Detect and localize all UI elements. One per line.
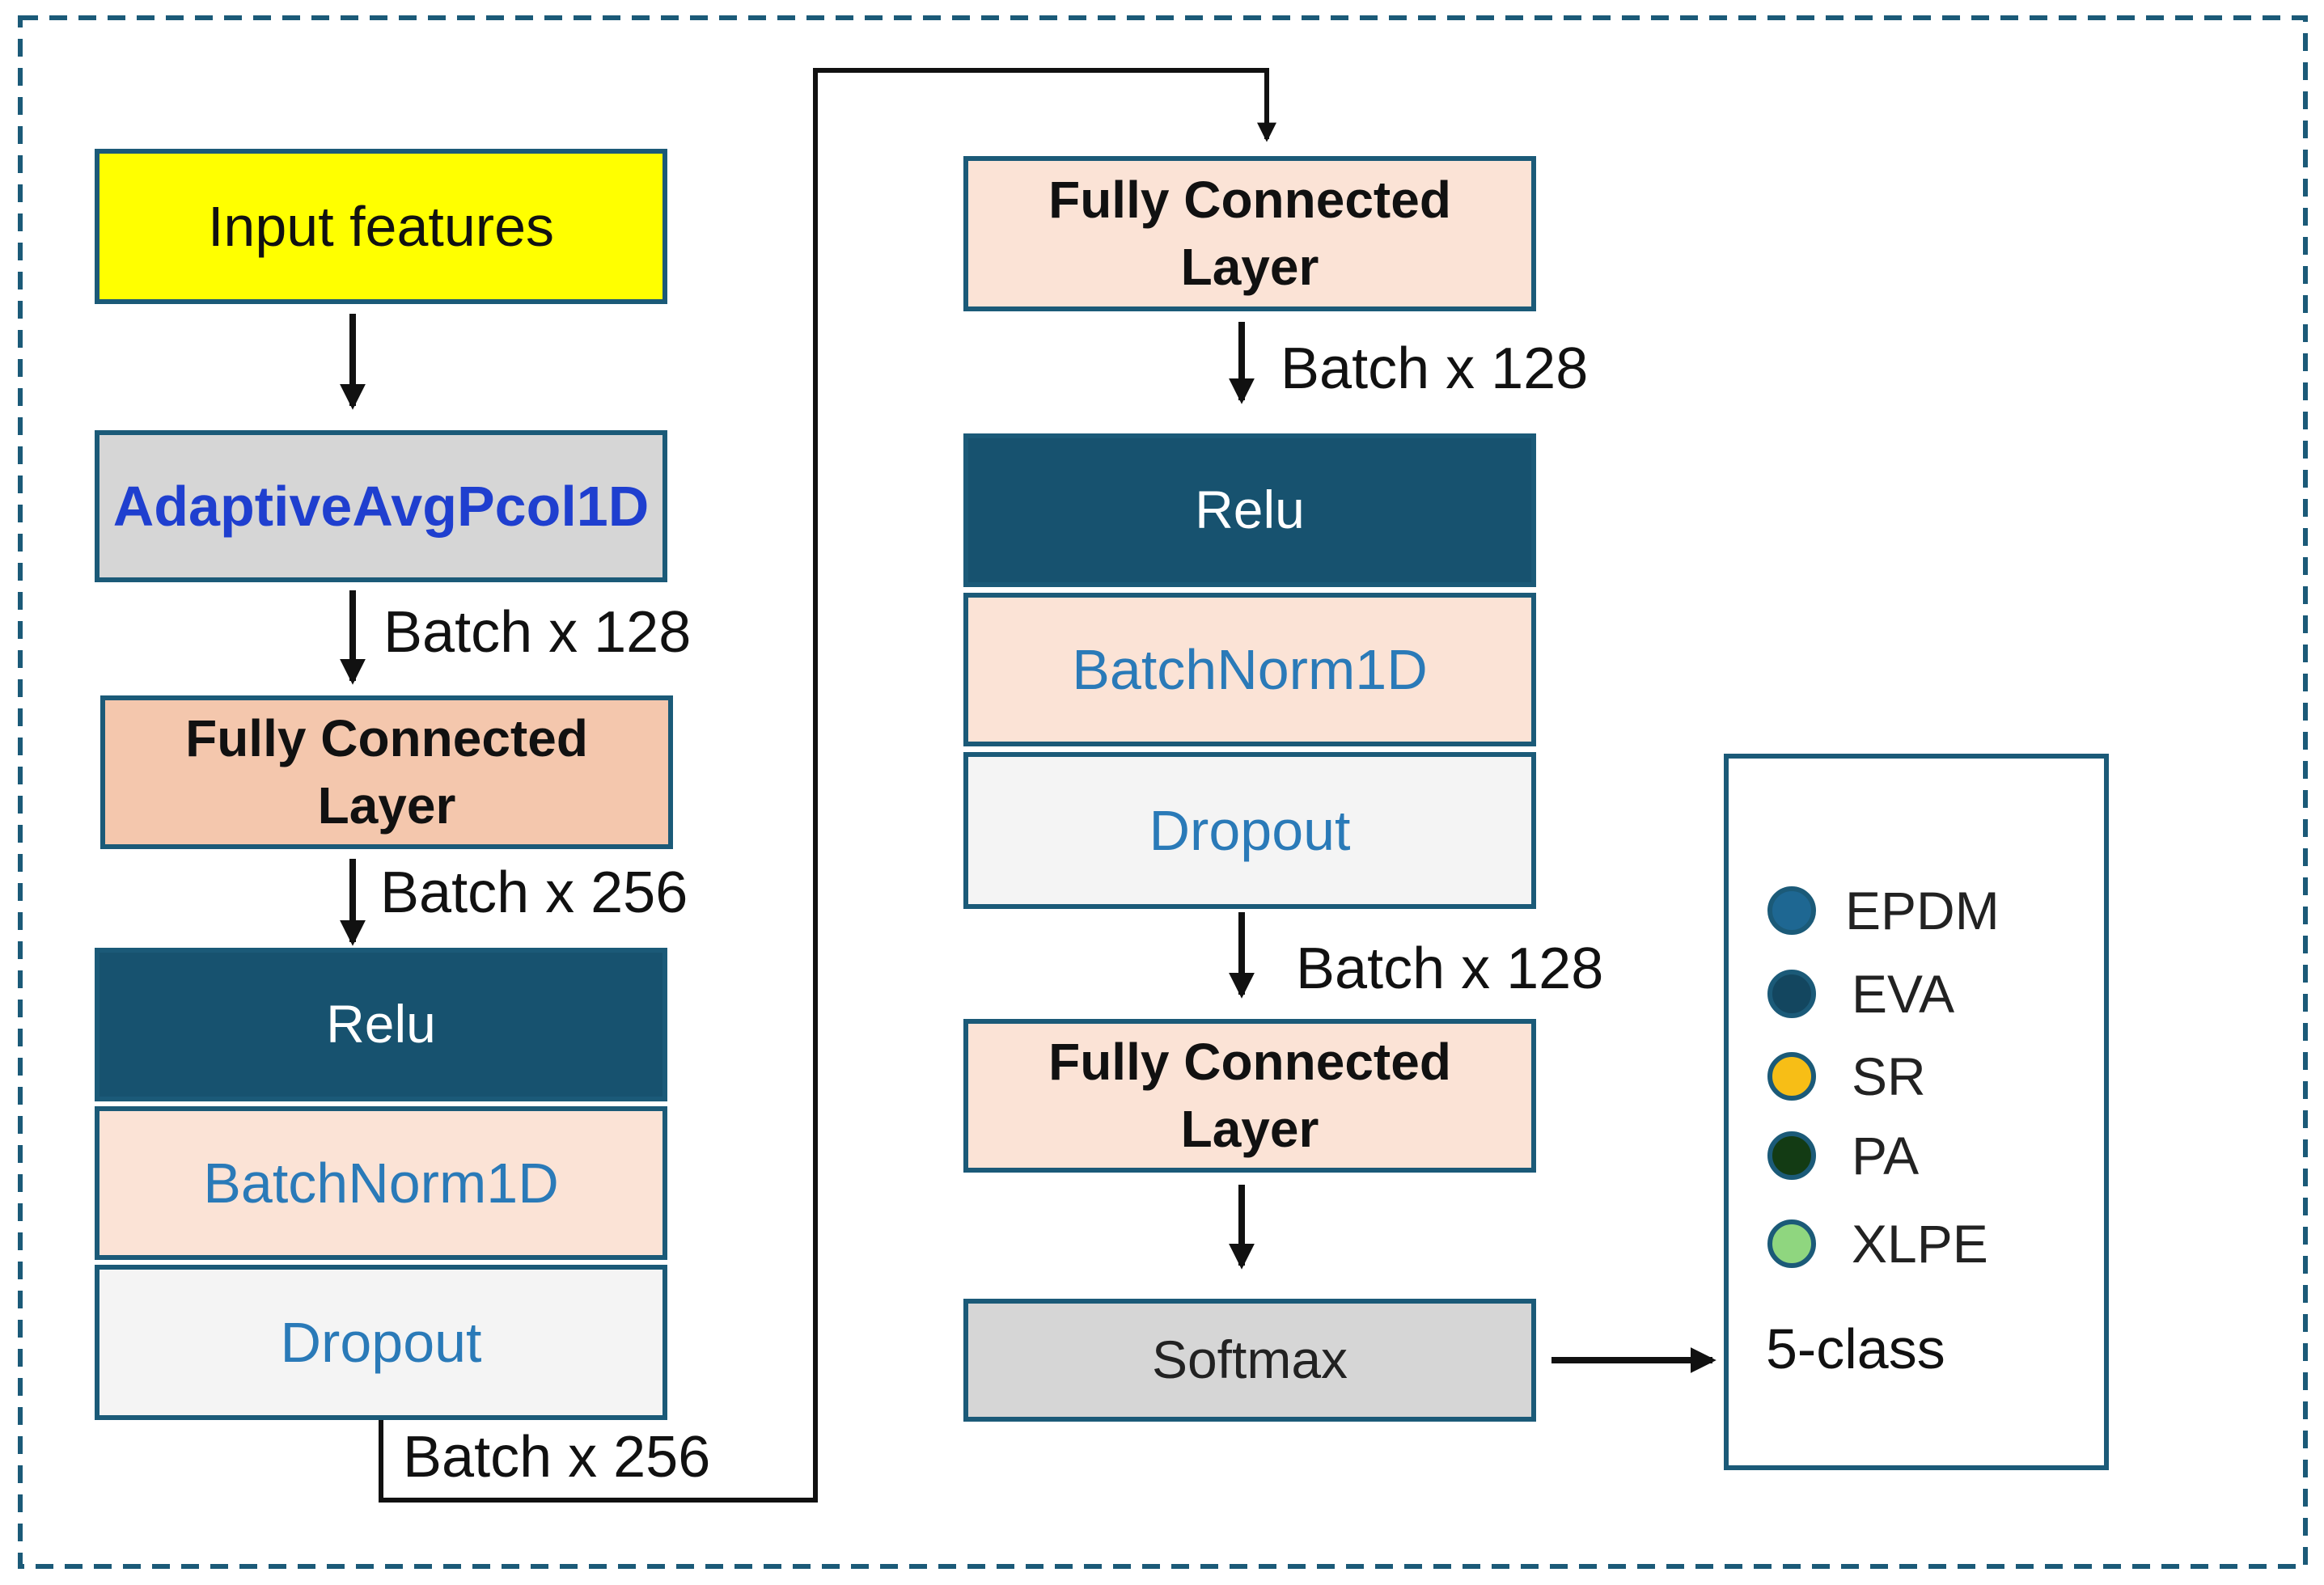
relu-node-right: Relu [963,433,1536,587]
dropout-node-left: Dropout [95,1265,667,1420]
sr-color-dot [1767,1052,1816,1101]
fc-right2-label-line2: Layer [1180,1100,1319,1158]
softmax-node: Softmax [963,1299,1536,1422]
dropout-node-right: Dropout [963,752,1536,909]
dropout-right-label: Dropout [1149,798,1351,862]
legend-label-eva: EVA [1852,964,1955,1024]
input-features-node: Input features [95,149,667,304]
batchnorm-node-right: BatchNorm1D [963,593,1536,746]
relu-left-label: Relu [326,994,436,1055]
legend-item-eva: EVA [1767,963,1954,1025]
legend-caption: 5-class [1766,1317,1945,1380]
adaptive-avg-pool-node: AdaptiveAvgPcol1D [95,430,667,582]
fc-right1-label-line1: Fully Connected [1048,170,1451,229]
legend-item-pa: PA [1767,1125,1919,1186]
fc-left-label-line1: Fully Connected [185,708,588,767]
fc-right2-label-line1: Fully Connected [1048,1032,1451,1091]
batchnorm-right-label: BatchNorm1D [1072,637,1428,701]
legend-item-xlpe: XLPE [1767,1213,1988,1274]
fc-left-label-line2: Layer [317,776,456,835]
epdm-color-dot [1767,886,1816,935]
batchnorm-left-label: BatchNorm1D [203,1151,559,1215]
adaptive-avg-pool-label: AdaptiveAvgPcol1D [112,474,650,538]
edge-label-batch-256-left: Batch x 256 [380,860,688,925]
relu-right-label: Relu [1195,480,1305,540]
pa-color-dot [1767,1131,1816,1180]
input-features-label: Input features [207,194,555,258]
fully-connected-layer-right-1: Fully Connected Layer [963,156,1536,311]
xlpe-color-dot [1767,1219,1816,1268]
legend-label-xlpe: XLPE [1852,1214,1988,1274]
fc-right1-label-line2: Layer [1180,238,1319,296]
legend-item-sr: SR [1767,1046,1926,1107]
fully-connected-layer-left: Fully Connected Layer [100,695,673,849]
edge-label-batch-128-left: Batch x 128 [383,600,692,665]
relu-node-left: Relu [95,948,667,1101]
edge-label-batch-128-right-2: Batch x 128 [1296,936,1604,1001]
fully-connected-layer-right-2: Fully Connected Layer [963,1019,1536,1173]
eva-color-dot [1767,970,1816,1018]
output-class-legend: EPDM EVA SR PA XLPE 5-class [1724,754,2109,1470]
legend-item-epdm: EPDM [1767,880,2000,941]
edge-label-batch-128-right-1: Batch x 128 [1281,336,1589,401]
softmax-label: Softmax [1151,1329,1348,1390]
connector-left-to-right-column [379,68,1276,1503]
batchnorm-node-left: BatchNorm1D [95,1106,667,1260]
dropout-left-label: Dropout [280,1310,482,1374]
edge-label-batch-256-bottom: Batch x 256 [403,1425,711,1490]
legend-label-epdm: EPDM [1845,881,2000,940]
legend-label-pa: PA [1852,1126,1920,1186]
legend-label-sr: SR [1852,1046,1926,1106]
outer-dashed-frame [18,15,2308,1569]
